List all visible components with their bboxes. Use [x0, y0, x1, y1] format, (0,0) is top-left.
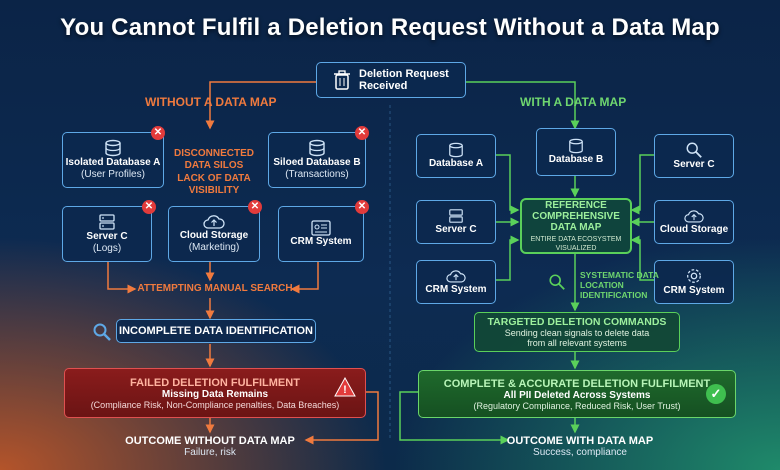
source-name: CRM System [290, 236, 352, 247]
search-icon [93, 323, 111, 341]
right-source-crm-right: CRM System [654, 260, 734, 304]
outcome-without-map: OUTCOME WITHOUT DATA MAP Failure, risk [112, 435, 308, 458]
source-name: Server C [86, 231, 128, 242]
failed-title: FAILED DELETION FULFILMENT [130, 376, 300, 389]
outcome-with-sub: Success, compliance [533, 447, 627, 458]
source-name: Cloud Storage [659, 223, 729, 235]
data-map-subtitle: ENTIRE DATA ECOSYSTEM VISUALIZED [530, 235, 622, 252]
right-source-crm-left: CRM System [416, 260, 496, 304]
source-name: Isolated Database A [65, 157, 161, 168]
failed-detail: (Compliance Risk, Non-Compliance penalti… [90, 399, 340, 410]
source-sub: (Marketing) [188, 242, 240, 253]
right-source-database-a: Database A [416, 134, 496, 178]
warning-icon: ! [334, 377, 356, 397]
source-name: Database A [428, 158, 484, 169]
deletion-request-label: Deletion Request Received [359, 68, 449, 92]
left-source-server-c: Server C (Logs) [62, 206, 152, 262]
data-map-title: REFERENCE COMPREHENSIVE DATA MAP [532, 199, 620, 233]
left-source-isolated-db-a: Isolated Database A (User Profiles) [62, 132, 164, 188]
database-icon [309, 139, 325, 157]
right-source-server-c-top: Server C [654, 134, 734, 178]
error-x-icon: ✕ [142, 200, 156, 214]
error-x-icon: ✕ [248, 200, 262, 214]
failed-fulfilment-box: FAILED DELETION FULFILMENT Missing Data … [64, 368, 366, 418]
database-icon [449, 142, 463, 158]
without-map-heading: WITHOUT A DATA MAP [145, 95, 277, 109]
cloud-upload-icon [446, 269, 466, 283]
page-title: You Cannot Fulfil a Deletion Request Wit… [60, 14, 720, 41]
cloud-upload-icon [203, 215, 225, 229]
gear-icon [687, 269, 701, 283]
source-name: Server C [435, 224, 477, 235]
failed-subtitle: Missing Data Remains [161, 388, 269, 400]
trash-icon [334, 70, 350, 90]
source-name: Database B [548, 154, 604, 165]
targeted-subtitle: Sending clean signals to delete data fro… [504, 328, 650, 348]
with-map-heading: WITH A DATA MAP [520, 95, 627, 109]
error-x-icon: ✕ [151, 126, 165, 140]
complete-fulfilment-box: COMPLETE & ACCURATE DELETION FULFILMENT … [418, 370, 736, 418]
crm-card-icon [311, 220, 331, 236]
error-x-icon: ✕ [355, 200, 369, 214]
complete-title: COMPLETE & ACCURATE DELETION FULFILMENT [443, 377, 711, 390]
search-gear-icon [549, 274, 565, 290]
database-icon [105, 139, 121, 157]
right-source-database-b: Database B [536, 128, 616, 176]
incomplete-identification-label: INCOMPLETE DATA IDENTIFICATION [119, 325, 313, 337]
left-source-cloud-storage: Cloud Storage (Marketing) [168, 206, 260, 262]
cloud-upload-icon [684, 209, 704, 223]
targeted-title: TARGETED DELETION COMMANDS [487, 316, 667, 328]
left-source-siloed-db-b: Siloed Database B (Transactions) [268, 132, 366, 188]
incomplete-identification-box: INCOMPLETE DATA IDENTIFICATION [116, 319, 316, 343]
manual-search-text: ATTEMPTING MANUAL SEARCH [137, 283, 293, 294]
complete-subtitle: All PII Deleted Across Systems [503, 389, 651, 401]
complete-detail: (Regulatory Compliance, Reduced Risk, Us… [473, 400, 681, 411]
outcome-with-map: OUTCOME WITH DATA MAP Success, complianc… [482, 435, 678, 458]
lack-visibility-text: LACK OF DATA VISIBILITY [177, 173, 251, 196]
source-name: CRM System [663, 285, 725, 296]
svg-text:!: ! [343, 384, 347, 396]
outcome-without-title: OUTCOME WITHOUT DATA MAP [125, 435, 295, 447]
left-source-crm-system: CRM System [278, 206, 364, 262]
right-source-server-c: Server C [416, 200, 496, 244]
data-map-box: REFERENCE COMPREHENSIVE DATA MAP ENTIRE … [520, 198, 632, 254]
targeted-deletion-box: TARGETED DELETION COMMANDS Sending clean… [474, 312, 680, 352]
server-icon [99, 214, 115, 230]
checkmark-icon: ✓ [706, 384, 726, 404]
outcome-with-title: OUTCOME WITH DATA MAP [506, 435, 654, 447]
right-source-cloud-storage: Cloud Storage [654, 200, 734, 244]
error-x-icon: ✕ [355, 126, 369, 140]
source-name: CRM System [425, 283, 487, 295]
search-icon [686, 142, 702, 158]
server-icon [449, 209, 463, 223]
disconnected-silos-text: DISCONNECTED DATA SILOS [173, 148, 254, 171]
source-sub: (Transactions) [285, 169, 349, 180]
systematic-identification-text: SYSTEMATIC DATA LOCATION IDENTIFICATION [580, 270, 659, 300]
source-name: Server C [673, 159, 715, 170]
source-name: Cloud Storage [179, 230, 249, 241]
source-name: Siloed Database B [273, 157, 361, 168]
source-sub: (Logs) [92, 243, 122, 254]
outcome-without-sub: Failure, risk [184, 447, 236, 458]
database-icon [569, 138, 583, 154]
source-sub: (User Profiles) [81, 169, 145, 180]
deletion-request-box: Deletion Request Received [316, 62, 466, 98]
